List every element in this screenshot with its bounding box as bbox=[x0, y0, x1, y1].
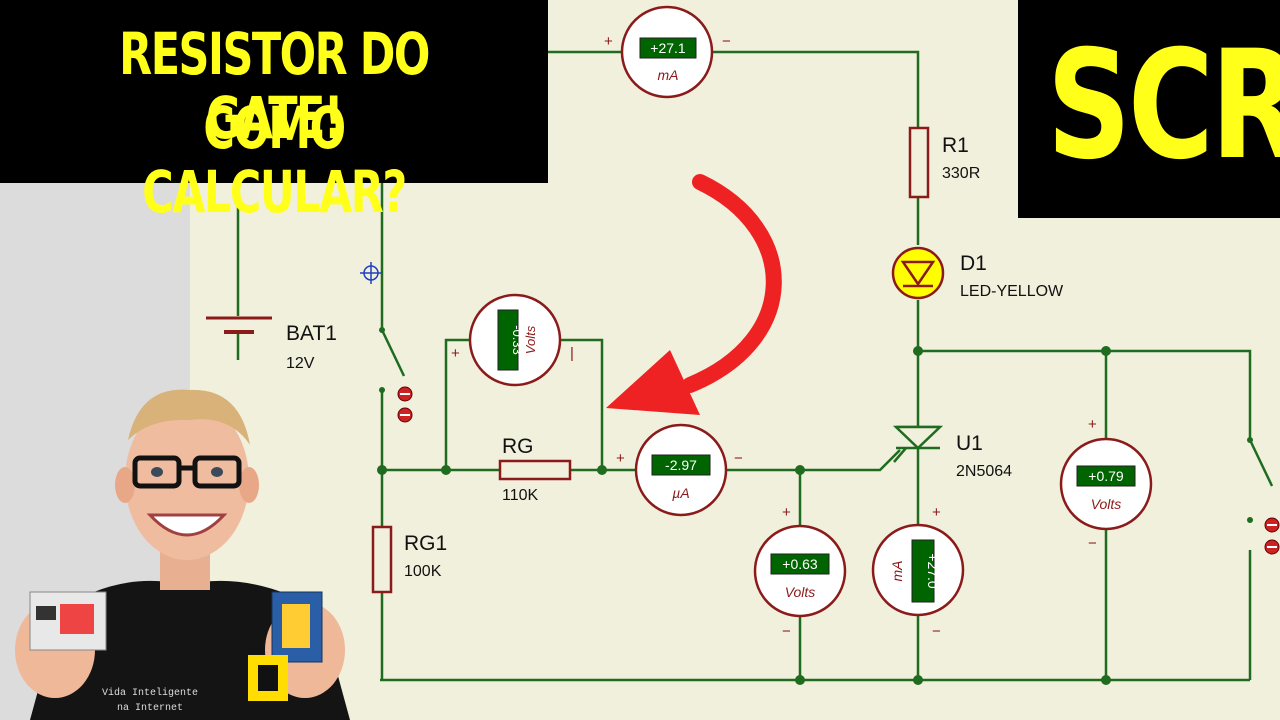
battery-symbol bbox=[206, 316, 272, 334]
scr-ammeter: +27.0 mA + − bbox=[871, 504, 965, 640]
scr-badge-text: SCR bbox=[1046, 19, 1280, 193]
rg-value: 110K bbox=[502, 487, 539, 504]
top-ammeter-unit: mA bbox=[658, 67, 679, 83]
scr-ammeter-reading: +27.0 bbox=[925, 553, 941, 589]
title-line-1: RESISTOR DO GATE! bbox=[119, 20, 430, 152]
gate-voltmeter-minus: − bbox=[782, 623, 791, 640]
title-line-2: COMO CALCULAR? bbox=[142, 94, 407, 226]
rg-voltmeter: -0.33 Volts + | bbox=[451, 293, 574, 387]
resistor-rg bbox=[498, 459, 572, 481]
rg1-label: RG1 bbox=[404, 532, 447, 555]
u1-label: U1 bbox=[956, 432, 983, 455]
shirt-text-1: Vida Inteligente bbox=[102, 687, 198, 699]
scr-ammeter-minus: − bbox=[932, 623, 941, 640]
junction-dots bbox=[377, 346, 1111, 685]
rg-voltmeter-reading: -0.33 bbox=[510, 325, 525, 355]
right-voltmeter: +0.79 Volts + − bbox=[1059, 416, 1153, 552]
right-voltmeter-unit: Volts bbox=[1091, 496, 1122, 512]
resistor-rg1 bbox=[371, 525, 393, 594]
scr-ammeter-plus: + bbox=[932, 504, 941, 521]
gate-ammeter: -2.97 µA + − bbox=[616, 423, 743, 517]
scr-u1 bbox=[892, 425, 944, 463]
presenter-smile bbox=[146, 513, 228, 537]
rg-voltmeter-unit: Volts bbox=[523, 325, 538, 354]
shirt-text-2: na Internet bbox=[117, 703, 183, 714]
u1-value: 2N5064 bbox=[956, 463, 1012, 480]
right-voltmeter-reading: +0.79 bbox=[1088, 468, 1124, 484]
title-banner: RESISTOR DO GATE! COMO CALCULAR? bbox=[0, 0, 548, 224]
gate-ammeter-unit: µA bbox=[672, 485, 689, 501]
presenter-photo: Vida Inteligente na Internet bbox=[15, 389, 350, 720]
top-ammeter-reading: +27.1 bbox=[650, 40, 686, 56]
rg-voltmeter-plus: + bbox=[451, 345, 460, 362]
rg-voltmeter-minus: | bbox=[570, 345, 574, 362]
red-arrow bbox=[606, 174, 782, 415]
bat1-label: BAT1 bbox=[286, 322, 337, 345]
r1-value: 330R bbox=[942, 165, 980, 182]
glasses-icon bbox=[132, 455, 242, 489]
led-d1 bbox=[891, 246, 945, 300]
rg1-value: 100K bbox=[404, 563, 442, 580]
bat1-value: 12V bbox=[286, 355, 315, 372]
top-ammeter: +27.1 mA + − bbox=[604, 5, 731, 99]
gate-ammeter-minus: − bbox=[734, 450, 743, 467]
gate-voltmeter: +0.63 Volts + − bbox=[753, 504, 847, 640]
right-voltmeter-minus: − bbox=[1088, 535, 1097, 552]
d1-label: D1 bbox=[960, 252, 987, 275]
r1-label: R1 bbox=[942, 134, 969, 157]
scr-badge: SCR bbox=[1018, 0, 1280, 218]
presenter-hair bbox=[128, 389, 250, 445]
d1-value: LED-YELLOW bbox=[960, 283, 1064, 300]
top-ammeter-minus: − bbox=[722, 33, 731, 50]
gate-voltmeter-plus: + bbox=[782, 504, 791, 521]
gate-voltmeter-unit: Volts bbox=[785, 584, 816, 600]
rg-label: RG bbox=[502, 435, 534, 458]
crosshair-icon bbox=[360, 262, 382, 284]
right-voltmeter-plus: + bbox=[1088, 416, 1097, 433]
switch-right[interactable] bbox=[1247, 437, 1280, 555]
switch-left[interactable] bbox=[379, 327, 413, 423]
top-ammeter-plus: + bbox=[604, 33, 613, 50]
resistor-r1 bbox=[908, 126, 930, 199]
scr-ammeter-unit: mA bbox=[889, 561, 905, 582]
gate-ammeter-reading: -2.97 bbox=[665, 457, 697, 473]
gate-ammeter-plus: + bbox=[616, 450, 625, 467]
gate-voltmeter-reading: +0.63 bbox=[782, 556, 818, 572]
